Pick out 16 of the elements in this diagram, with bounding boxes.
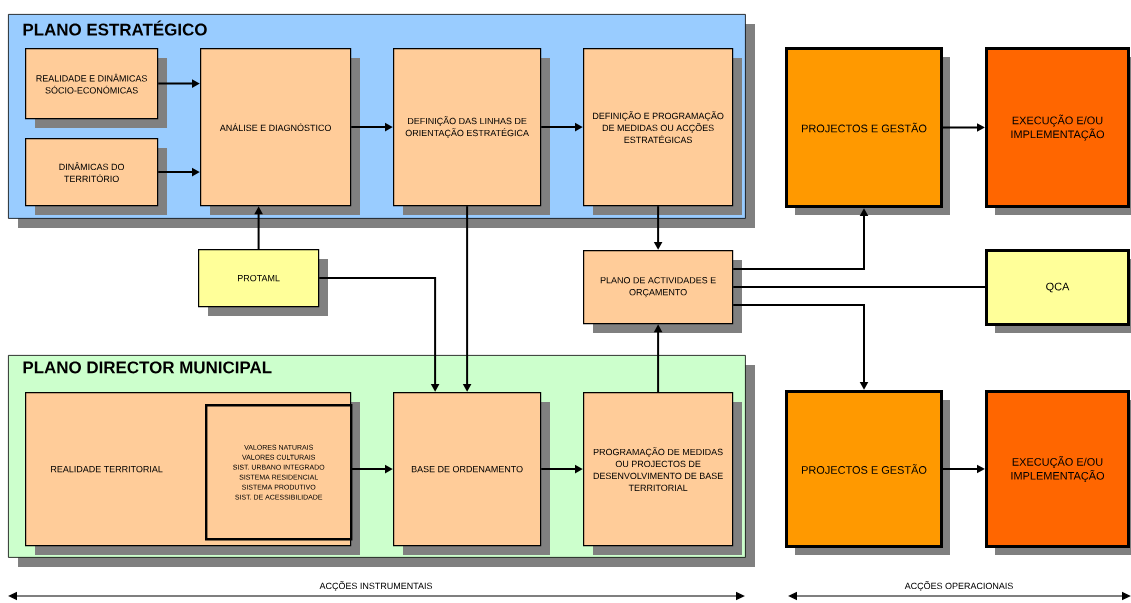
process-box: EXECUÇÃO E/OU IMPLEMENTAÇÃO: [985, 47, 1131, 215]
process-box: PLANO DE ACTIVIDADES E ORÇAMENTO: [583, 250, 742, 333]
process-box: PROTAML: [198, 249, 328, 316]
process-box: PROJECTOS E GESTÃO: [785, 390, 950, 555]
process-box: REALIDADE E DINÂMICAS SÓCIO-ECONÓMICAS: [25, 48, 167, 128]
process-box: ANÁLISE E DIAGNÓSTICO: [200, 48, 360, 215]
process-box: QCA: [985, 249, 1131, 333]
process-box: EXECUÇÃO E/OU IMPLEMENTAÇÃO: [985, 390, 1131, 555]
dimension-label: ACÇÕES INSTRUMENTAIS: [319, 581, 433, 591]
process-box: PROGRAMAÇÃO DE MEDIDAS OU PROJECTOS DE DESENVOLVIMENTO DE BASE TERRITORIAL: [583, 392, 742, 555]
dimension-label: ACÇÕES OPERACIONAIS: [904, 581, 1013, 591]
process-box: DINÂMICAS DO TERRITÓRIO: [25, 138, 167, 215]
process-box: DEFINIÇÃO E PROGRAMAÇÃO DE MEDIDAS OU ACÇÕES ESTRATÉGICAS: [583, 48, 742, 215]
process-box: BASE DE ORDENAMENTO: [393, 392, 550, 555]
process-box: DEFINIÇÃO DAS LINHAS DE ORIENTAÇÃO ESTRATÉGICA: [393, 48, 550, 215]
process-box: PROJECTOS E GESTÃO: [785, 47, 950, 215]
